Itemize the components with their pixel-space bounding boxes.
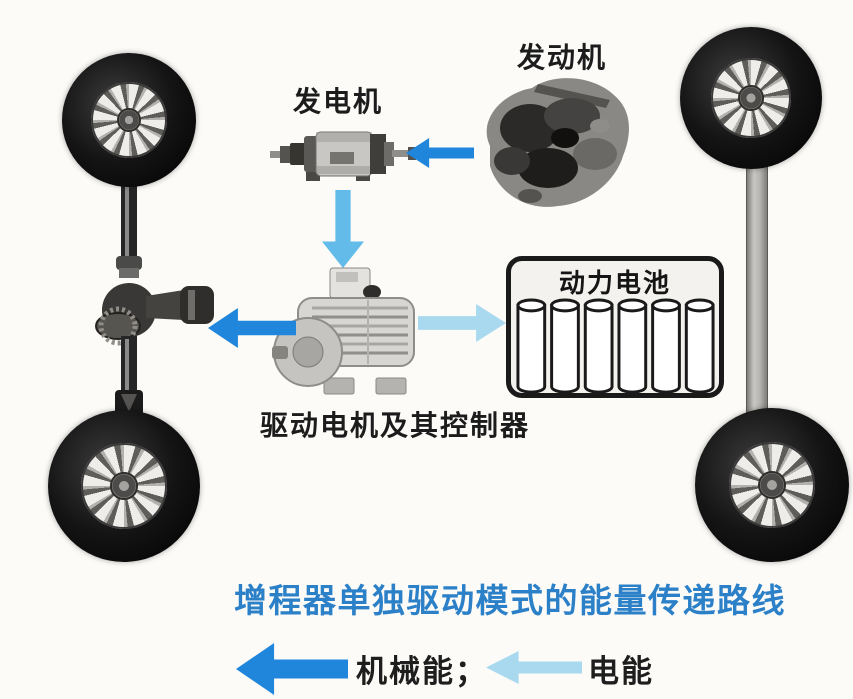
battery-label: 动力电池	[558, 269, 671, 298]
drive-motor-image	[272, 267, 415, 395]
drive-shaft-upper	[121, 168, 137, 260]
engine-label: 发动机	[517, 43, 608, 74]
battery-cell	[516, 298, 547, 394]
legend-electrical-label: 电能	[588, 654, 654, 689]
battery-cell	[684, 298, 715, 394]
wheel-hub	[738, 85, 764, 111]
wheel-bottom-left	[48, 410, 200, 562]
drive-motor-label: 驱动电机及其控制器	[260, 411, 531, 442]
legend-mechanical-arrow-icon	[236, 643, 348, 695]
battery-cells	[516, 298, 715, 394]
battery-box: 动力电池	[506, 256, 724, 398]
wheel-bottom-right	[695, 408, 849, 562]
wheel-hub	[758, 471, 786, 499]
legend-electrical-arrow-icon	[486, 651, 582, 684]
wheel-hub	[116, 107, 142, 133]
generator-image	[270, 131, 416, 181]
left-axle-differential	[95, 168, 214, 416]
drive-shaft-lower	[115, 336, 143, 416]
battery-cell	[550, 298, 580, 394]
arrow-motor-to-battery-icon	[418, 304, 506, 342]
diagram-title: 增程器单独驱动模式的能量传递路线	[234, 584, 786, 620]
battery-cell	[617, 298, 648, 394]
arrow-generator-to-motor-icon	[322, 190, 364, 268]
generator-label: 发电机	[293, 87, 384, 118]
arrow-motor-to-differential-icon	[208, 308, 296, 348]
battery-cell	[583, 298, 614, 394]
battery-cell	[651, 298, 681, 394]
universal-joint	[116, 256, 142, 278]
engine-image	[486, 78, 629, 207]
wheel-top-right	[680, 27, 822, 169]
differential	[95, 283, 214, 346]
arrow-engine-to-generator-icon	[406, 138, 474, 168]
legend-mechanical-label: 机械能；	[356, 654, 488, 689]
wheel-top-left	[62, 53, 196, 187]
wheel-hub	[110, 472, 138, 500]
right-axle	[746, 164, 768, 414]
